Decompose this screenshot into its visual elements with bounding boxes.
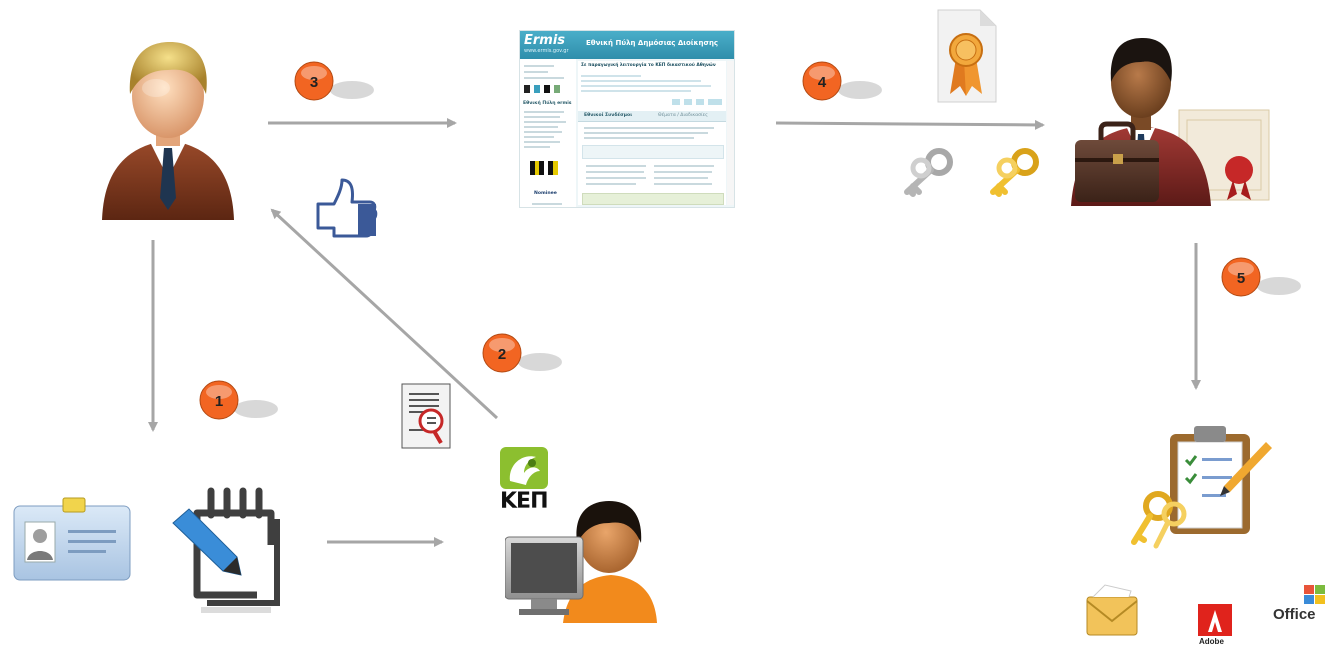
portal-tab-other: Θέματα / Διαδικασίες — [658, 113, 708, 118]
portal-main: Σε παραγωγική λειτουργία το ΚΕΠ δικαστικ… — [578, 61, 726, 205]
portal-tab-active: Εθνικοί Συνδέσμοι — [584, 113, 633, 118]
step-badge-1: 1 — [199, 380, 278, 420]
thumbs-up-icon — [316, 178, 378, 238]
portal-headline: Σε παραγωγική λειτουργία το ΚΕΠ δικαστικ… — [581, 63, 716, 68]
arrow-kep-to-user — [270, 208, 499, 420]
step-label-1: 1 — [215, 393, 223, 410]
kep-label: ΚΕΠ — [500, 489, 548, 514]
key-gold-icon — [990, 148, 1039, 197]
step-badge-4: 4 — [802, 61, 882, 101]
arrow-portal-to-businessman — [775, 119, 1045, 130]
clipboard-keys-icon — [1131, 426, 1272, 549]
portal-side-heading: Εθνική Πύλη ermis — [523, 101, 572, 106]
office-logo-icon — [1304, 585, 1325, 604]
key-silver-icon — [904, 148, 953, 197]
portal-logo: Ermis — [524, 33, 566, 48]
step-badge-5: 5 — [1221, 257, 1301, 297]
portal-url: www.ermis.gov.gr — [524, 48, 569, 54]
document-search-icon — [401, 383, 451, 449]
user-icon — [102, 42, 234, 220]
step-badge-3: 3 — [294, 61, 374, 101]
ermis-portal-screenshot: Ermis www.ermis.gov.gr Εθνική Πύλη Δημόσ… — [519, 30, 735, 208]
portal-header: Ermis www.ermis.gov.gr Εθνική Πύλη Δημόσ… — [520, 31, 734, 59]
office-label: Office — [1273, 606, 1316, 623]
adobe-label: Adobe — [1199, 637, 1224, 646]
pen-form-icon — [172, 487, 280, 613]
step-label-2: 2 — [498, 346, 506, 363]
step-label-3: 3 — [310, 74, 318, 91]
kep-operator-icon — [505, 501, 657, 623]
step-label-5: 5 — [1237, 270, 1245, 287]
mail-envelope-icon — [1086, 584, 1138, 636]
id-card-icon — [13, 497, 131, 581]
step-badge-2: 2 — [482, 333, 562, 373]
adobe-logo-icon — [1198, 604, 1232, 636]
portal-sidebar: Εθνική Πύλη ermis Nominee — [520, 59, 576, 207]
portal-right-column — [727, 61, 734, 205]
portal-award: Nominee — [534, 191, 557, 196]
kep-logo-icon — [500, 447, 548, 489]
businessman-icon — [1071, 38, 1270, 206]
step-label-4: 4 — [818, 74, 827, 91]
certificate-icon — [937, 9, 997, 103]
portal-title: Εθνική Πύλη Δημόσιας Διοίκησης — [586, 39, 719, 47]
